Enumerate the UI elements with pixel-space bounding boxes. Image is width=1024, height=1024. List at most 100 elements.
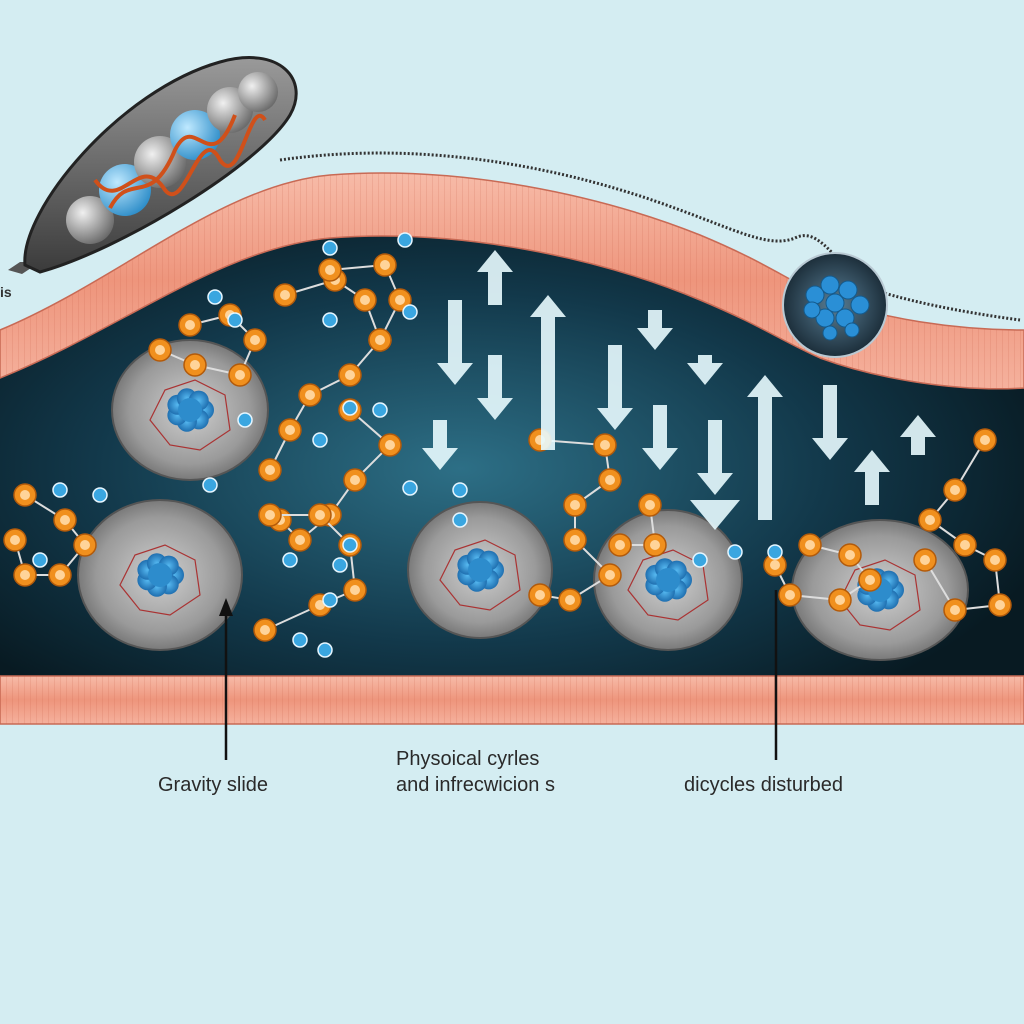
label-cycles-disturbed: dicycles disturbed [684,774,843,796]
blue-atom [342,400,358,416]
atom [243,328,267,352]
blue-atom [52,482,68,498]
atom [183,353,207,377]
blue-atom [452,512,468,528]
atom [53,508,77,532]
blue-atom [322,240,338,256]
outer-wave-line [279,151,1021,322]
flow-arrows [422,250,936,530]
blue-atom [322,592,338,608]
arrow-up [900,415,936,455]
blue-atom [332,557,348,573]
arrow-down [642,405,678,470]
atom [353,288,377,312]
atom [258,503,282,527]
atom [943,598,967,622]
atom [778,583,802,607]
atom [973,428,997,452]
arrow-down [597,345,633,430]
atom [253,618,277,642]
label-gravity-slide: Gravity slide [158,774,269,796]
blue-atom [692,552,708,568]
blue-atom [402,480,418,496]
atom [838,543,862,567]
blue-atom [292,632,308,648]
atom [388,288,412,312]
blue-atom [372,402,388,418]
atom [858,568,882,592]
atom [593,433,617,457]
atom [298,383,322,407]
atom [178,313,202,337]
atom [228,363,252,387]
blue-atom [342,537,358,553]
atom [563,493,587,517]
arrow-down [637,310,673,350]
blue-atom [32,552,48,568]
blue-atom [237,412,253,428]
atom [913,548,937,572]
molecule-chain-10 [913,428,1012,622]
label-physical-cycles-line2: and infrecwicion s [396,774,555,796]
label-physical-cycles: Physoical cyrles and infrecwicion s [396,746,555,798]
arrow-up [854,450,890,505]
atom [638,493,662,517]
molecule-chain-8 [608,493,667,557]
atom [608,533,632,557]
molecule-chain-4 [318,253,412,352]
label-physical-cycles-line1: Physoical cyrles [396,748,540,770]
arrow-down [477,355,513,420]
blue-atom [727,544,743,560]
molecule-chains [3,232,1012,658]
atom [48,563,72,587]
arrow-down [437,300,473,385]
atom [258,458,282,482]
edge-text-fragment: is [0,284,12,300]
atom [953,533,977,557]
atom [528,583,552,607]
atom [988,593,1012,617]
atom [373,253,397,277]
atom [378,433,402,457]
blue-atom [402,304,418,320]
molecule-chain-1 [3,483,97,587]
membrane-vesicle [782,252,888,358]
atom [278,418,302,442]
atom [343,468,367,492]
blue-atom [312,432,328,448]
blue-atom [767,544,783,560]
atom [598,468,622,492]
capsule-organism [8,56,298,274]
molecule-chain-6 [253,503,367,642]
atom [338,363,362,387]
blue-atom [202,477,218,493]
atom [288,528,312,552]
arrow-up [530,295,566,450]
arrow-down [687,355,723,385]
atom [643,533,667,557]
molecule-chain-9 [763,533,882,612]
blue-atom [282,552,298,568]
arrow-down [697,420,733,495]
atom [273,283,297,307]
blue-atom [322,312,338,328]
cell-2 [77,499,243,651]
blue-atom [452,482,468,498]
arrow-down [812,385,848,460]
atom [563,528,587,552]
atom [943,478,967,502]
atom [308,503,332,527]
atom [558,588,582,612]
atom [343,578,367,602]
arrow-up [747,375,783,520]
atom [148,338,172,362]
atom [13,563,37,587]
blue-atom [207,289,223,305]
atom [598,563,622,587]
atom [73,533,97,557]
arrow-up [477,250,513,305]
arrow-wide-down [690,500,740,530]
blue-atom [227,312,243,328]
